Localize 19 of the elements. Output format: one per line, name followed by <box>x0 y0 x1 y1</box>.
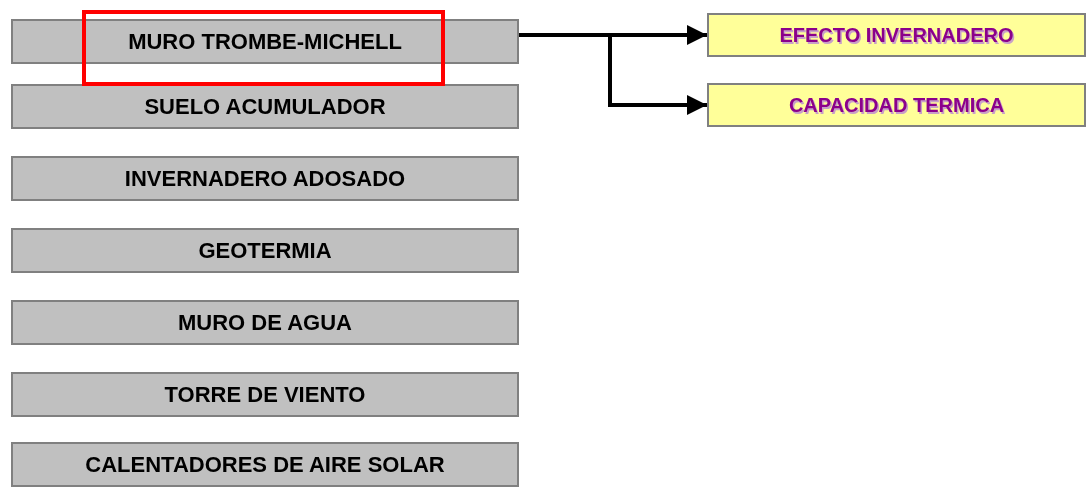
box-label: GEOTERMIA <box>198 237 332 264</box>
box-label: INVERNADERO ADOSADO <box>124 165 406 192</box>
system-box <box>11 19 519 64</box>
system-box <box>11 300 519 345</box>
box-label: EFECTO INVERNADERO <box>779 23 1014 47</box>
arrow <box>519 33 707 115</box>
box-label: MURO TROMBE-MICHELL <box>128 28 402 55</box>
system-box <box>11 156 519 201</box>
system-box <box>11 228 519 273</box>
concept-box <box>707 13 1086 57</box>
box-label: SUELO ACUMULADOR <box>144 93 386 120</box>
box-label: CAPACIDAD TERMICA <box>788 93 1005 117</box>
system-box <box>11 84 519 129</box>
box-label: TORRE DE VIENTO <box>164 381 366 408</box>
system-box <box>11 442 519 487</box>
box-label: MURO DE AGUA <box>178 309 352 336</box>
system-box <box>11 372 519 417</box>
box-label: CALENTADORES DE AIRE SOLAR <box>85 451 445 478</box>
concept-box <box>707 83 1086 127</box>
